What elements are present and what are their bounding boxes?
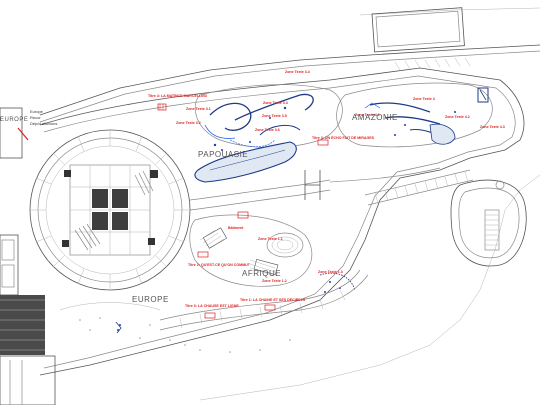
- label-titre-1: Titre 1: LA CHAINE ET SES DÉCIBELS: [240, 297, 306, 302]
- region-names: PAPOUASIE AMAZONIE AFRIQUE EUROPE EUROPE: [0, 113, 398, 304]
- region-papouasie: PAPOUASIE: [198, 150, 248, 159]
- label-zone-3-6: Zone Texte 3.6: [255, 128, 280, 132]
- left-dark-block: [0, 295, 45, 355]
- papouasie-pond: [194, 141, 297, 183]
- europe-zone: [59, 302, 291, 353]
- label-zone-3-2: Zone Texte 3.2: [176, 121, 201, 125]
- label-zone-3-5: Zone Texte 3.5: [262, 114, 287, 118]
- label-zone-1-2: Zone Texte 1.2: [262, 279, 287, 283]
- afrique-zone: [159, 214, 369, 331]
- label-zone-1-3: Zone Texte 1.3: [318, 270, 343, 274]
- side-note-2: Recor: [30, 115, 41, 120]
- region-amazonie: AMAZONIE: [352, 113, 398, 122]
- amazonie-pond: [429, 123, 456, 145]
- label-zone-4-2: Zone Texte 4.2: [445, 115, 470, 119]
- label-zone-1-1: Zone Texte 1.1: [258, 237, 283, 241]
- label-zone-4-3: Zone Texte 4.3: [480, 125, 505, 129]
- park-outline: [39, 67, 540, 401]
- left-building: [0, 107, 56, 405]
- north-boundary: [39, 7, 540, 123]
- label-titre-3: Titre 3: UN ÉCHO FAIT DE MIRAGES: [312, 135, 375, 140]
- side-note-1: Europe: [30, 109, 44, 114]
- papouasie-zone: [194, 84, 343, 183]
- label-titre-4: Titre 4: LA MATRICE MARCELLIN3: [148, 94, 207, 98]
- side-note-3: Dépôt alluvions: [30, 121, 57, 126]
- label-zone-3-3: Zone Texte 3.3: [263, 101, 288, 105]
- region-afrique: AFRIQUE: [242, 269, 281, 278]
- label-zone-4: Zone Texte 4: [413, 97, 435, 101]
- label-batiment: Bâtiment: [228, 226, 244, 230]
- label-titre-0: Titre 0: LA CHAUSE EST LIGNE: [185, 304, 239, 308]
- right-pod: [450, 179, 527, 267]
- region-europe-main: EUROPE: [132, 295, 169, 304]
- callouts: Titre 4: LA MATRICE MARCELLIN3 Zone Text…: [148, 70, 505, 319]
- region-europe-side: EUROPE: [0, 117, 28, 123]
- label-titre-2: Titre 2: QU'EST-CE QU'ON COMMUT: [188, 263, 251, 267]
- label-zone-3-4: Zone Texte 3.4: [285, 70, 310, 74]
- walkways: [189, 167, 474, 211]
- label-zone-4-1: Zone Texte 4.1: [355, 113, 380, 117]
- label-zone-3-1: Zone Texte 3.1: [186, 107, 211, 111]
- side-notes: Europe Recor Dépôt alluvions: [30, 109, 57, 126]
